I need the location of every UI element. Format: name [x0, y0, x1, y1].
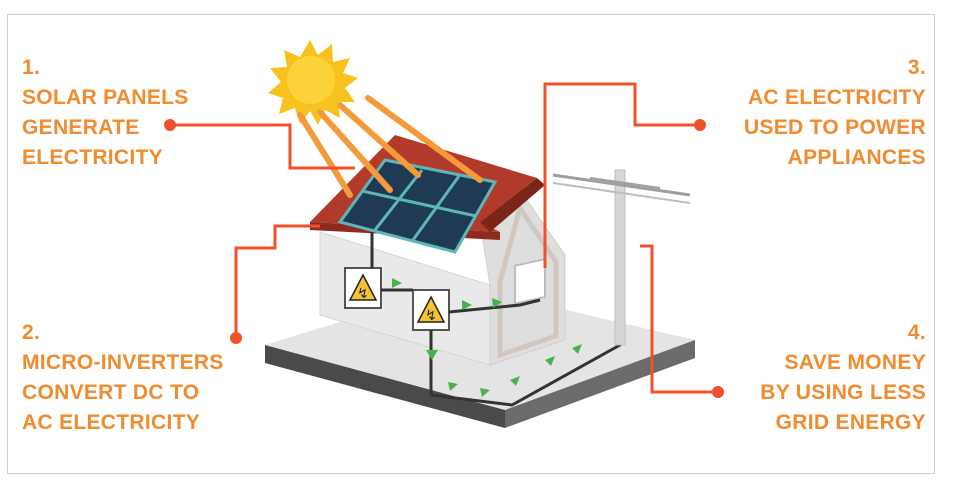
- callout-line-1: [170, 123, 355, 170]
- step-4-line-3: GRID ENERGY: [775, 411, 926, 434]
- step-3-line-1: AC ELECTRICITY: [747, 86, 926, 109]
- step-2-line-3: AC ELECTRICITY: [22, 411, 201, 434]
- step-1-label: 1. SOLAR PANELS GENERATE ELECTRICITY: [22, 53, 189, 173]
- step-4-line-2: BY USING LESS: [760, 381, 926, 404]
- step-2-line-1: MICRO-INVERTERS: [22, 351, 224, 374]
- utility-pole-icon: [552, 169, 691, 346]
- house-icon: [310, 135, 566, 366]
- callout-dot-2: [230, 332, 242, 344]
- flow-arrow-icon: [392, 278, 582, 397]
- callout-line-2: [234, 224, 320, 338]
- step-3-line-3: APPLIANCES: [787, 146, 926, 169]
- micro-inverter-icon: ↯: [412, 289, 450, 331]
- step-3-label: 3. AC ELECTRICITY USED TO POWER APPLIANC…: [744, 53, 926, 173]
- callout-line-3: [543, 82, 700, 268]
- svg-text:↯: ↯: [357, 286, 369, 302]
- step-1-number: 1.: [22, 56, 41, 79]
- step-1-line-3: ELECTRICITY: [22, 146, 163, 169]
- step-2-number: 2.: [22, 321, 41, 344]
- callout-dot-1: [164, 119, 176, 131]
- step-2-label: 2. MICRO-INVERTERS CONVERT DC TO AC ELEC…: [22, 318, 224, 438]
- step-4-line-1: SAVE MONEY: [784, 351, 926, 374]
- callout-dot-4: [712, 386, 724, 398]
- callout-dots: [164, 119, 724, 398]
- callout-line-4: [640, 244, 718, 394]
- micro-inverter-icon: ↯: [344, 267, 382, 309]
- callout-lines: [170, 82, 718, 394]
- step-2-line-2: CONVERT DC TO: [22, 381, 200, 404]
- step-3-number: 3.: [907, 56, 926, 79]
- step-1-line-2: GENERATE: [22, 116, 140, 139]
- sun-icon: [268, 40, 358, 125]
- svg-text:↯: ↯: [425, 308, 437, 324]
- step-3-line-2: USED TO POWER: [743, 116, 926, 139]
- solar-panel-icon: [337, 158, 498, 254]
- callout-dot-3: [694, 119, 706, 131]
- step-4-label: 4. SAVE MONEY BY USING LESS GRID ENERGY: [760, 318, 926, 438]
- sun-rays: [297, 95, 483, 198]
- step-4-number: 4.: [907, 321, 926, 344]
- step-1-line-1: SOLAR PANELS: [22, 86, 189, 109]
